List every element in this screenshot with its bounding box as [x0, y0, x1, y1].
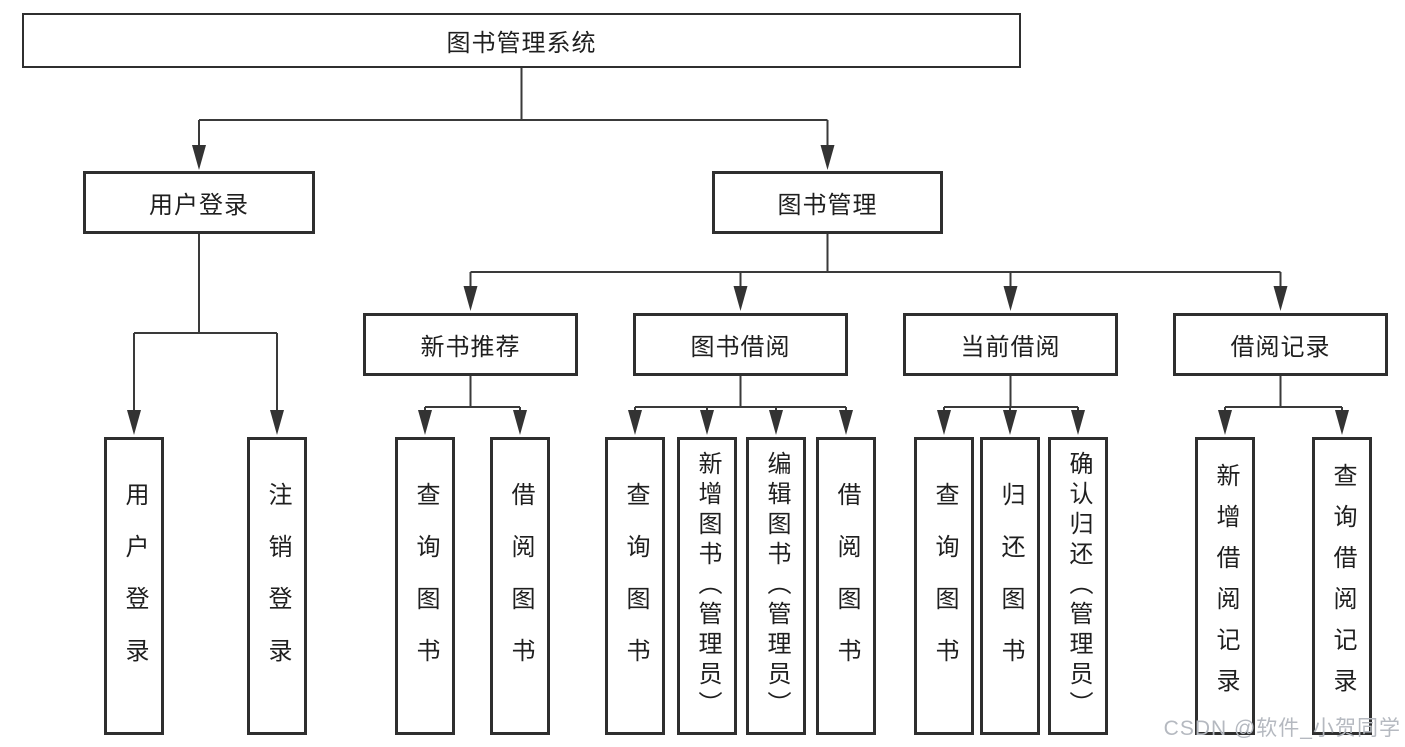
arrow-icon — [839, 410, 853, 435]
node-book-management: 图书管理 — [712, 171, 943, 234]
node-label: 新书推荐 — [420, 334, 521, 361]
arrow-icon — [700, 410, 714, 435]
connector-bookborrow-split — [634, 376, 847, 412]
node-leaf-logout: 注销登录 — [247, 437, 307, 735]
node-label: 新增借阅记录 — [1212, 463, 1239, 709]
node-label: 确认归还（管理员） — [1065, 451, 1092, 721]
node-leaf-return-book: 归还图书 — [980, 437, 1040, 735]
node-label: 借阅图书 — [507, 482, 534, 690]
node-label: 图书管理 — [777, 192, 878, 219]
node-leaf-query-books-2: 查询图书 — [605, 437, 665, 735]
node-user-login: 用户登录 — [83, 171, 315, 234]
node-label: 注销登录 — [264, 482, 291, 690]
node-leaf-query-books-1: 查询图书 — [395, 437, 455, 735]
node-book-borrow: 图书借阅 — [633, 313, 848, 376]
arrow-icon — [769, 410, 783, 435]
node-leaf-confirm-return-admin: 确认归还（管理员） — [1048, 437, 1108, 735]
arrow-icon — [463, 286, 478, 311]
arrow-icon — [820, 145, 835, 170]
node-new-book-recommend: 新书推荐 — [363, 313, 578, 376]
arrow-icon — [127, 410, 141, 435]
node-label: 归还图书 — [997, 482, 1024, 690]
arrow-icon — [628, 410, 642, 435]
node-label: 用户登录 — [121, 482, 148, 690]
node-leaf-user-login: 用户登录 — [104, 437, 164, 735]
node-label: 查询图书 — [931, 482, 958, 690]
connector-root-to-level2 — [198, 68, 829, 148]
node-label: 借阅图书 — [833, 482, 860, 690]
node-label: 当前借阅 — [960, 334, 1061, 361]
node-leaf-borrow-books-1: 借阅图书 — [490, 437, 550, 735]
arrow-icon — [1218, 410, 1232, 435]
connector-bookmgmt-to-level3 — [469, 233, 1282, 288]
arrow-icon — [1071, 410, 1085, 435]
node-library-management-system: 图书管理系统 — [22, 13, 1021, 68]
node-label: 查询借阅记录 — [1329, 463, 1356, 709]
arrow-icon — [937, 410, 951, 435]
node-label: 编辑图书（管理员） — [763, 451, 790, 721]
arrow-icon — [270, 410, 284, 435]
node-leaf-query-borrow-record: 查询借阅记录 — [1312, 437, 1372, 735]
arrow-icon — [192, 145, 206, 170]
node-leaf-query-books-3: 查询图书 — [914, 437, 974, 735]
node-label: 查询图书 — [412, 482, 439, 690]
node-label: 用户登录 — [149, 192, 249, 219]
arrow-icon — [1003, 286, 1018, 311]
arrow-icon — [1335, 410, 1349, 435]
arrow-icon — [1273, 286, 1288, 311]
arrow-icon — [513, 410, 527, 435]
node-leaf-edit-book-admin: 编辑图书（管理员） — [746, 437, 806, 735]
node-label: 借阅记录 — [1230, 334, 1331, 361]
arrow-icon — [733, 286, 748, 311]
node-current-borrow: 当前借阅 — [903, 313, 1118, 376]
arrow-icon — [1003, 410, 1017, 435]
node-leaf-borrow-books-2: 借阅图书 — [816, 437, 876, 735]
node-label: 查询图书 — [622, 482, 649, 690]
connector-newbook-split — [424, 376, 521, 412]
connector-userlogin-split — [133, 234, 278, 412]
arrowheads — [127, 145, 1349, 435]
csdn-watermark: CSDN @软件_小贺同学 — [1163, 717, 1401, 740]
node-borrow-records: 借阅记录 — [1173, 313, 1388, 376]
node-label: 新增图书（管理员） — [694, 451, 721, 721]
node-label: 图书管理系统 — [446, 30, 597, 57]
node-leaf-add-book-admin: 新增图书（管理员） — [677, 437, 737, 735]
arrow-icon — [418, 410, 432, 435]
connector-currentborrow-split — [943, 376, 1079, 412]
node-label: 图书借阅 — [690, 334, 791, 361]
node-leaf-add-borrow-record: 新增借阅记录 — [1195, 437, 1255, 735]
connector-borrowrecords-split — [1224, 376, 1343, 412]
